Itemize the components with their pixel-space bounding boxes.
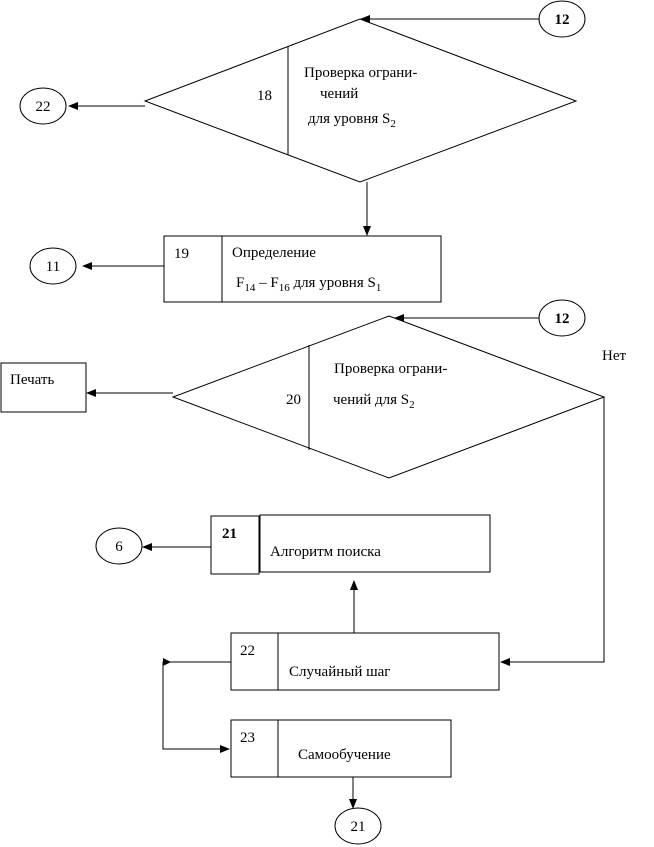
process-number: 22 <box>240 643 255 659</box>
process-number: 23 <box>240 730 255 746</box>
process-19: 19 Определение F14 – F16 для уровня S1 <box>163 235 442 303</box>
process-text: Самообучение <box>298 747 391 763</box>
decision-text-line1: Проверка ограни- <box>304 65 417 81</box>
connector-label: 21 <box>351 819 366 835</box>
arrow-12-to-decision-20 <box>394 314 539 322</box>
connector-21-bottom: 21 <box>334 807 382 845</box>
process-22: 22 Случайный шаг <box>230 632 500 691</box>
arrow-22-to-21 <box>350 580 358 633</box>
arrow-decision-18-to-19 <box>363 182 371 236</box>
decision-20: 20 Проверка ограни- чений для S2 <box>171 315 606 479</box>
connector-label: 11 <box>46 259 60 275</box>
connector-label: 12 <box>555 12 570 28</box>
arrow-21-to-6 <box>142 543 211 551</box>
decision-number: 20 <box>286 392 301 408</box>
print-box: Печать <box>0 362 87 413</box>
arrow-22-to-23 <box>162 658 231 753</box>
process-number: 19 <box>174 246 189 262</box>
decision-18: 18 Проверка ограни- чений для уровня S2 <box>143 18 578 183</box>
arrow-decision-18-to-22 <box>68 102 145 110</box>
process-21: 21 Алгоритм поиска <box>210 514 491 575</box>
process-text: Алгоритм поиска <box>270 544 381 560</box>
decision-number: 18 <box>257 88 272 104</box>
process-text: Случайный шаг <box>289 664 390 680</box>
connector-12-mid: 12 <box>538 299 586 337</box>
connector-12-top: 12 <box>538 0 586 38</box>
connector-label: 22 <box>36 99 51 115</box>
process-text-line1: Определение <box>232 245 316 261</box>
decision-text-line2: чений для S2 <box>333 392 415 411</box>
process-23: 23 Самообучение <box>230 719 452 778</box>
branch-label-no: Нет <box>602 348 626 364</box>
connector-11: 11 <box>29 247 77 285</box>
print-label: Печать <box>10 372 54 388</box>
arrow-23-to-21 <box>349 777 357 809</box>
connector-label: 12 <box>555 311 570 327</box>
arrow-12-to-decision-18 <box>360 15 539 23</box>
decision-text-line2: чений <box>320 86 358 102</box>
arrow-no-branch-to-22 <box>500 397 605 666</box>
arrow-decision-20-to-print <box>86 389 173 397</box>
connector-6: 6 <box>95 527 143 565</box>
decision-text-line1: Проверка ограни- <box>334 361 447 377</box>
arrow-19-to-11 <box>82 262 164 270</box>
connector-label: 6 <box>115 539 123 555</box>
connector-22-left: 22 <box>19 87 67 125</box>
decision-text-line3: для уровня S2 <box>308 111 396 130</box>
process-text-line2: F14 – F16 для уровня S1 <box>236 275 381 294</box>
process-number: 21 <box>222 526 237 542</box>
